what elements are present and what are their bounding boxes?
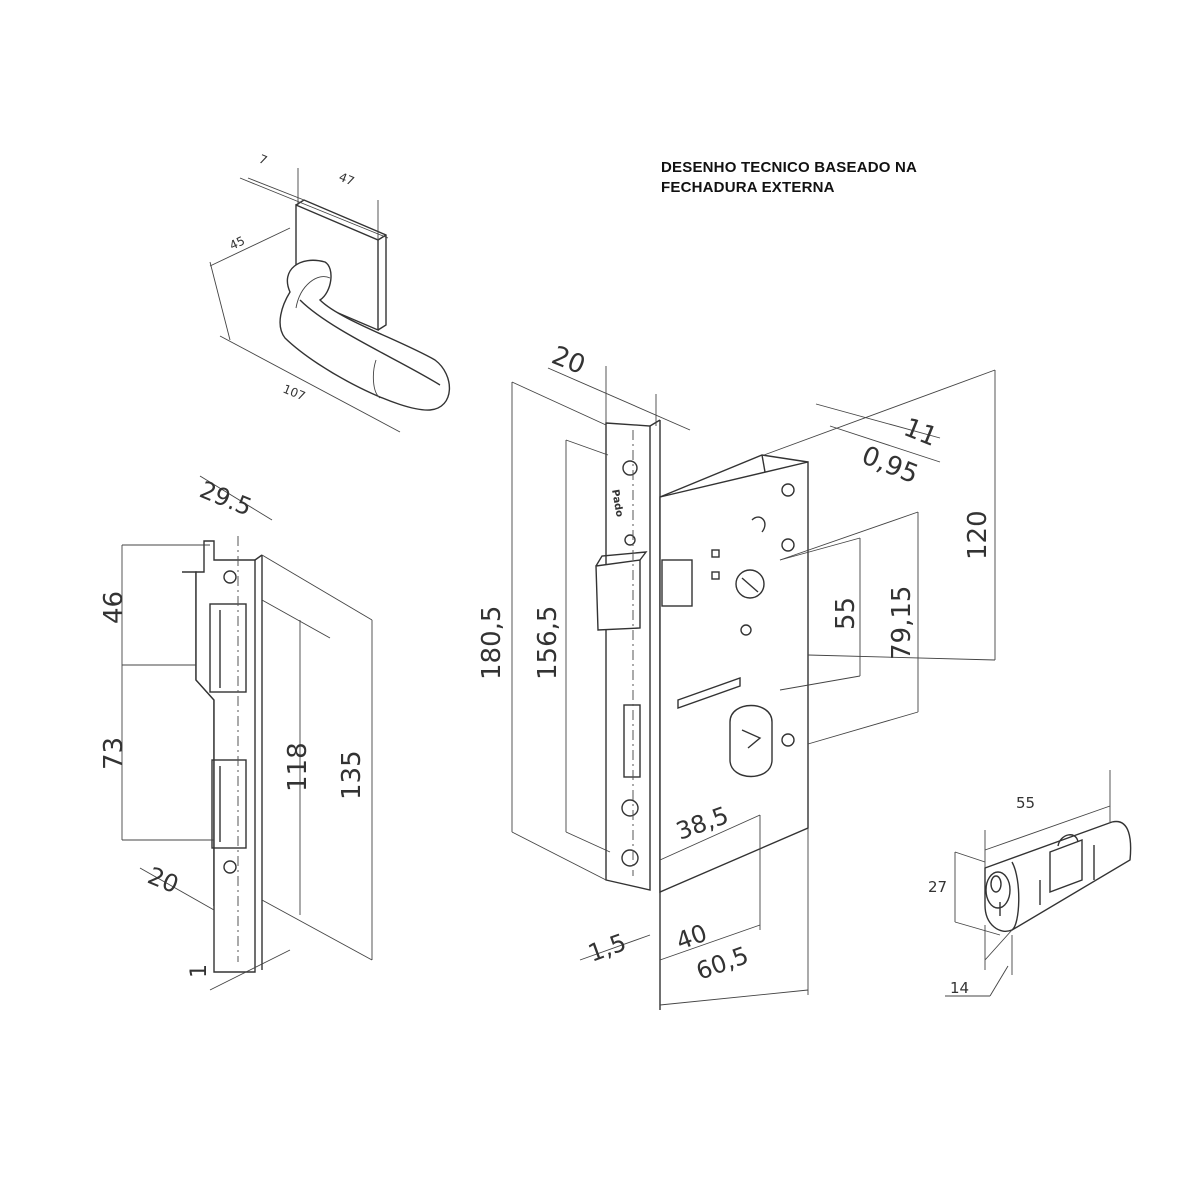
strike-dim-46: 46 [99, 591, 129, 624]
handle-dim-47: 47 [337, 170, 356, 189]
lock-dim-20: 20 [547, 341, 589, 381]
handle-dim-107: 107 [281, 382, 307, 404]
lock-dim-1-5: 1,5 [584, 928, 629, 967]
lock-dim-180-5: 180,5 [477, 606, 507, 680]
strike-dim-135: 135 [337, 750, 367, 800]
cylinder-dim-14: 14 [950, 979, 969, 997]
lock-dim-156-5: 156,5 [533, 606, 563, 680]
strike-dim-118: 118 [283, 742, 313, 792]
strike-dim-29-5: 29.5 [196, 476, 256, 522]
cylinder-dim-55: 55 [1016, 794, 1035, 812]
title-line-2: FECHADURA EXTERNA [661, 179, 835, 196]
drawing-title: DESENHO TECNICO BASEADO NA FECHADURA EXT… [661, 158, 917, 198]
mortise-lock-body: Pado 20 11 0,95 180,5 156,5 120 [477, 341, 996, 1010]
strike-dim-20: 20 [144, 862, 183, 899]
lock-dim-0-95: 0,95 [857, 441, 922, 491]
lock-dim-120: 120 [963, 510, 993, 560]
strike-dim-1: 1 [187, 964, 212, 978]
brand-label: Pado [609, 489, 625, 518]
strike-plate: 29.5 46 73 118 135 20 1 [99, 476, 373, 991]
lock-dim-79-15: 79,15 [887, 586, 917, 660]
title-line-1: DESENHO TECNICO BASEADO NA [661, 159, 918, 176]
lock-dim-55: 55 [831, 597, 861, 630]
cylinder-dim-27: 27 [928, 878, 947, 896]
lock-dim-11: 11 [899, 413, 941, 453]
euro-cylinder: 55 27 14 [928, 770, 1132, 997]
lock-dim-40: 40 [672, 919, 710, 956]
lever-handle: 7 47 45 107 [209, 152, 451, 433]
handle-dim-7: 7 [257, 152, 269, 168]
handle-dim-45: 45 [227, 234, 247, 253]
strike-dim-73: 73 [99, 737, 129, 770]
